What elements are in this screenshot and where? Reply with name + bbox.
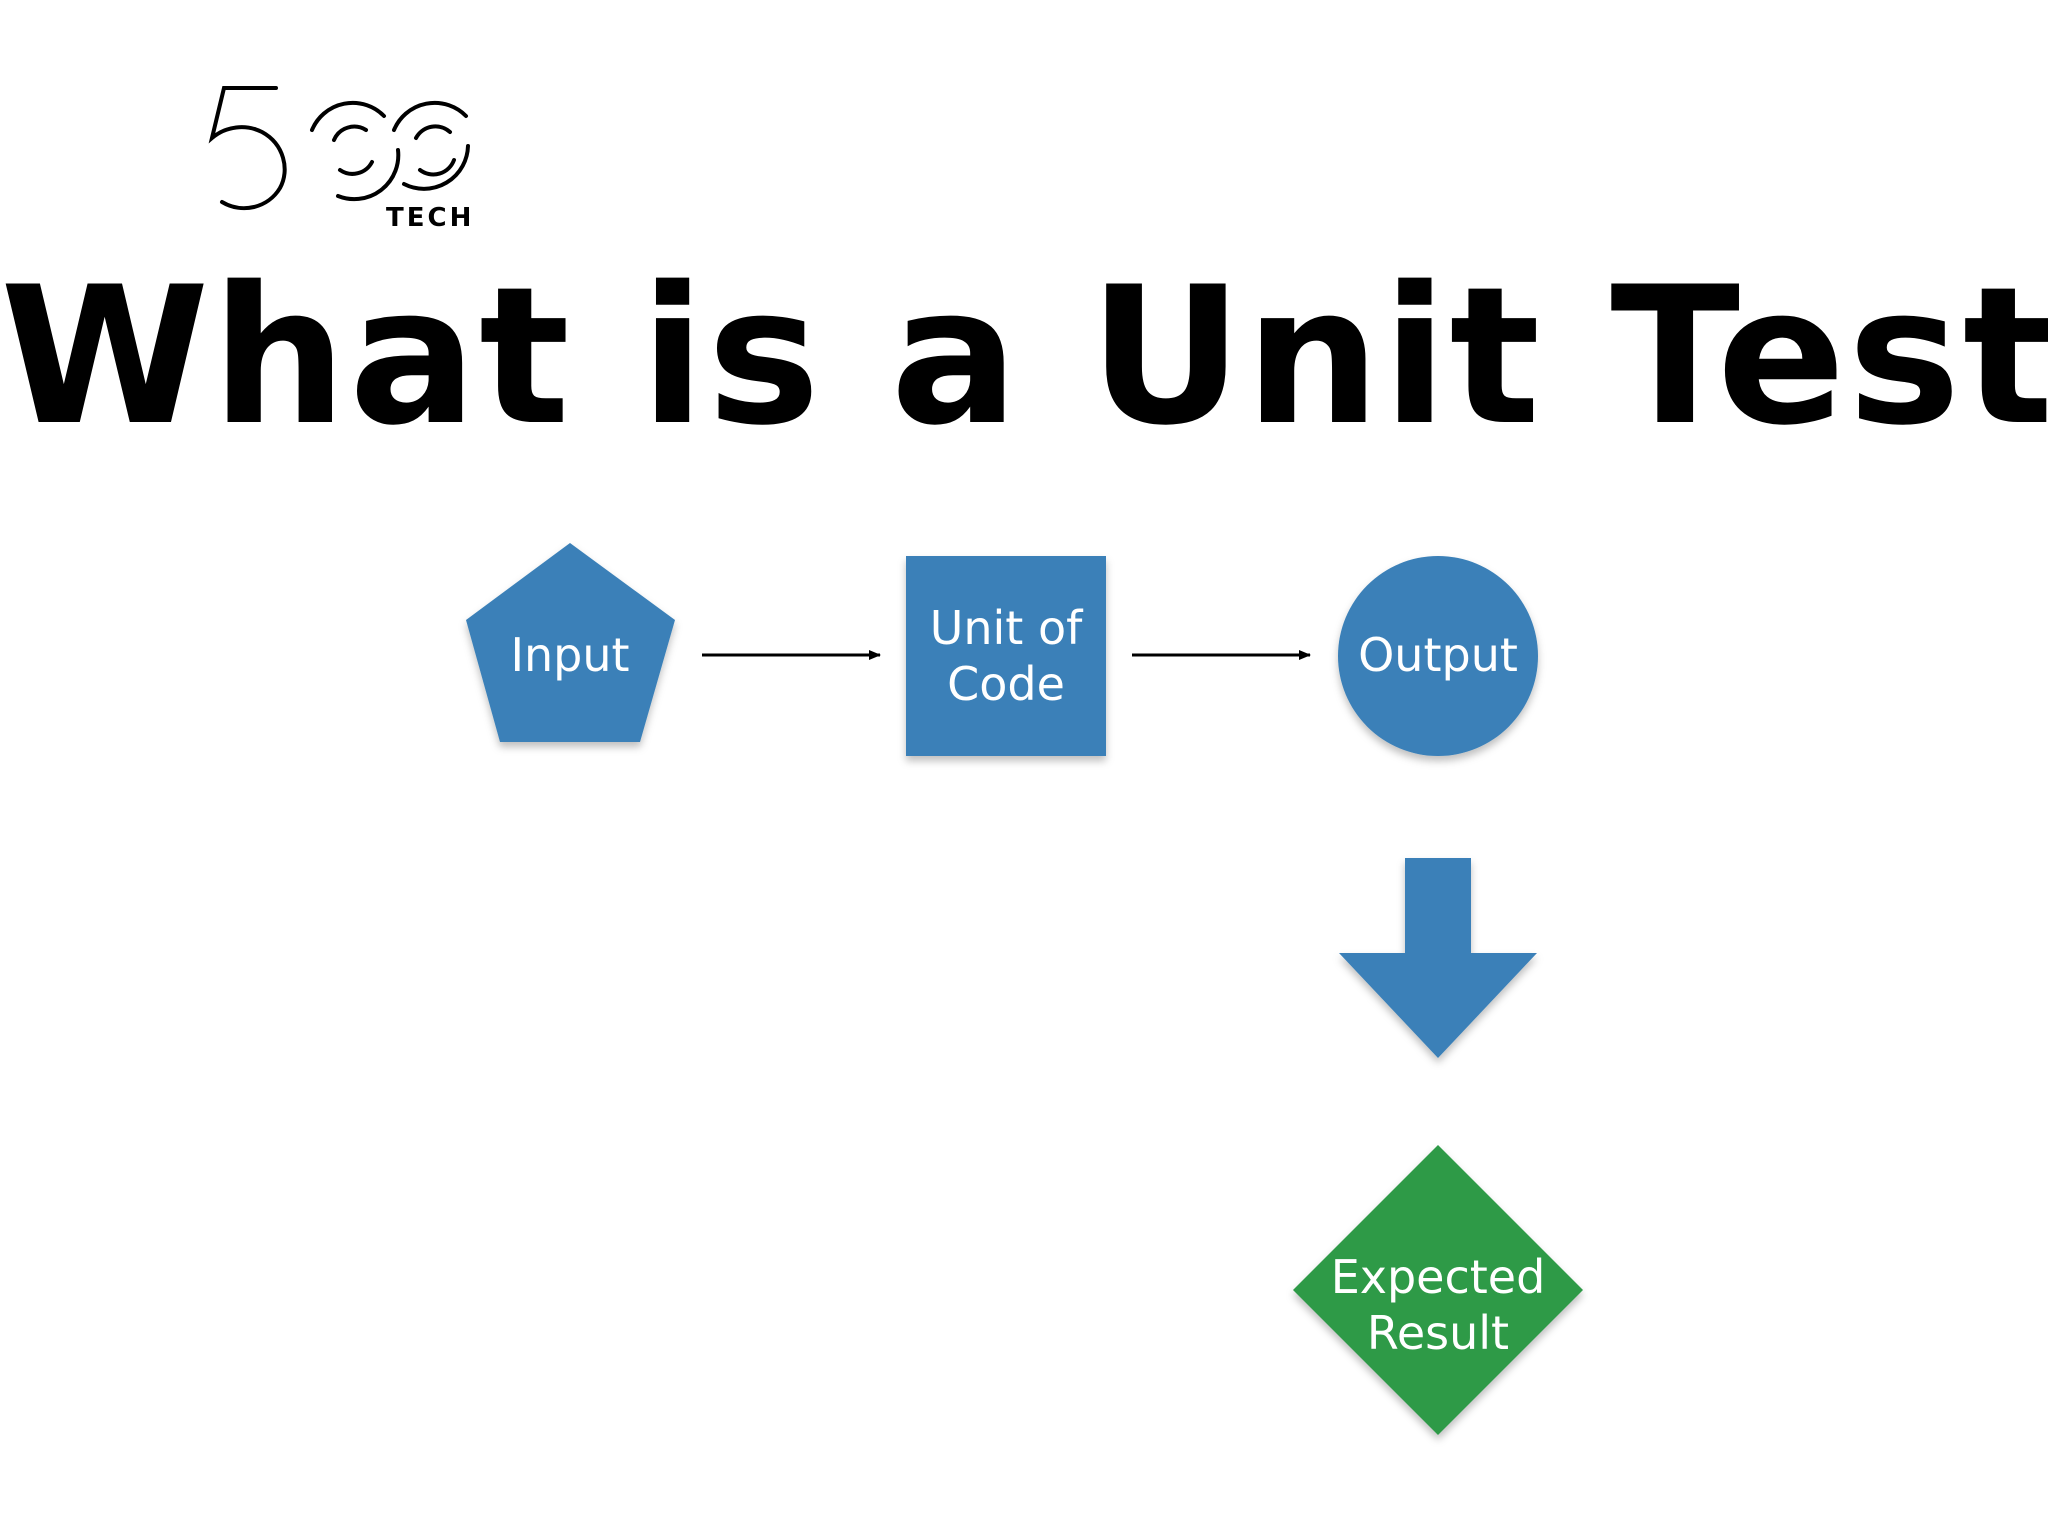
input-pentagon-shape [466,543,675,742]
block-arrow-down-icon [1339,858,1537,1058]
logo-ring-two-icon [392,100,470,191]
unit-of-code-square-shape [906,556,1106,756]
logo-wordmark: TECH [386,203,474,233]
expected-result-node-label: Expected Result [1330,1250,1546,1360]
page-title: What is a Unit Test [0,246,2048,467]
logo-500-tech [208,86,470,211]
logo-ring-one-icon [310,100,401,202]
logo-digit-five-icon [208,86,287,211]
expected-result-diamond-shape [1293,1145,1583,1435]
unit-of-code-node-label: Unit of Code [929,601,1083,711]
output-circle-shape [1338,556,1538,756]
input-node-label: Input [510,628,630,682]
output-node-label: Output [1358,628,1518,682]
